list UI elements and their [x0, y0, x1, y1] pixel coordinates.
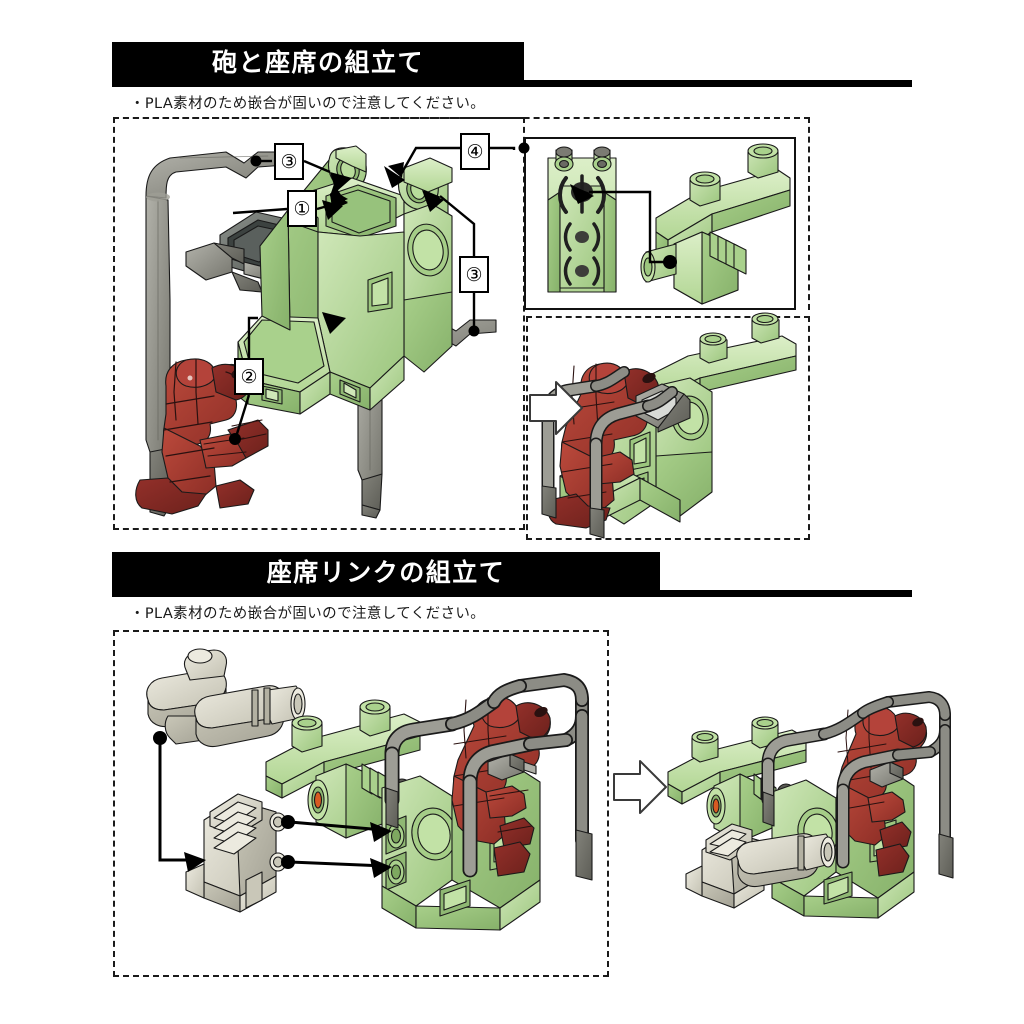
- callout-3-upper: ③: [274, 143, 304, 180]
- callout-label: ④: [466, 140, 484, 163]
- section-2-rule: [112, 590, 912, 597]
- section-2-title: 座席リンクの組立て: [266, 558, 506, 587]
- callout-label: ③: [280, 150, 298, 173]
- result-arrow-section-2: [613, 760, 667, 814]
- section-1-rule: [112, 80, 912, 87]
- callout-4: ④: [460, 133, 490, 170]
- section-2-result-assembly: [667, 691, 954, 919]
- section-1-note: ・PLA素材のため嵌合が固いので注意してください。: [130, 96, 486, 112]
- callout-1: ①: [287, 190, 317, 227]
- callout-label: ③: [465, 263, 483, 286]
- section-2-exploded-panel: [113, 630, 609, 977]
- callout-label: ①: [293, 197, 311, 220]
- section-1-result-panel: [526, 316, 810, 540]
- section-1-title-bar: 砲と座席の組立て: [112, 42, 524, 80]
- section-1-title: 砲と座席の組立て: [211, 48, 424, 77]
- section-1-inset-dashed-extension: [113, 117, 810, 310]
- callout-2: ②: [234, 358, 264, 395]
- section-2-note: ・PLA素材のため嵌合が固いので注意してください。: [130, 606, 486, 622]
- section-2-title-bar: 座席リンクの組立て: [112, 552, 660, 590]
- callout-label: ②: [240, 365, 258, 388]
- section-1-inset-detail-box: [524, 137, 796, 310]
- callout-3-lower: ③: [459, 256, 489, 293]
